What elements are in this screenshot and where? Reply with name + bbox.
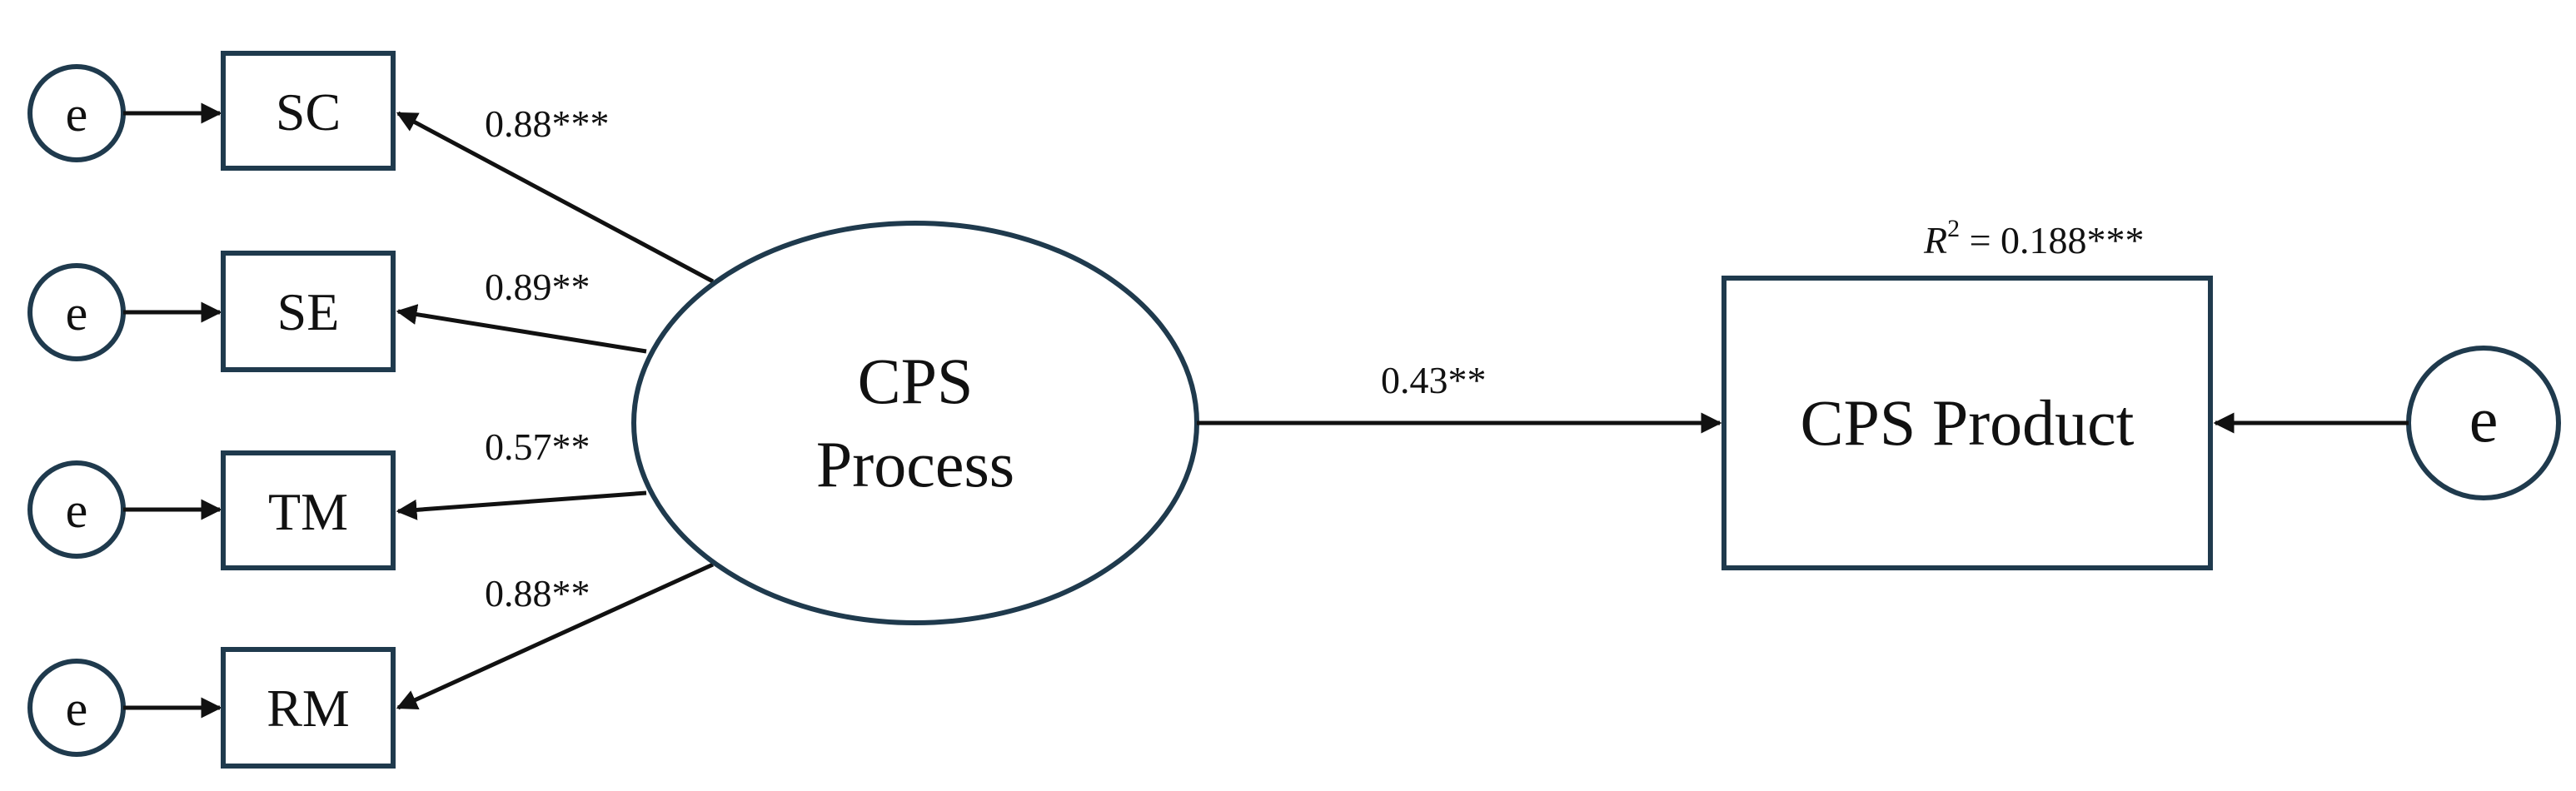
r-squared-value: = 0.188***: [1960, 219, 2144, 261]
error-label-tm: e: [66, 483, 88, 538]
indicator-tm: e TM: [27, 450, 396, 570]
indicator-sc: e SC: [27, 51, 396, 171]
indicator-label-se: SE: [277, 282, 340, 341]
indicator-box-rm: [221, 647, 396, 769]
error-label-rm: e: [66, 681, 88, 736]
indicator-box-tm: [221, 450, 396, 570]
r-squared-symbol: R: [1923, 219, 1947, 261]
outcome-error: e: [2213, 346, 2561, 500]
latent-label-line1: CPS: [858, 345, 974, 417]
outcome-error-label: e: [2469, 383, 2499, 455]
loading-coef-se: 0.89**: [485, 266, 590, 308]
loading-arrow-tm: [396, 490, 647, 520]
error-label-sc: e: [66, 87, 88, 142]
indicator-label-rm: RM: [267, 679, 350, 738]
outcome-box: [1721, 276, 2213, 570]
error-label-se: e: [66, 286, 88, 341]
latent-cps-process: CPS Process: [631, 221, 1199, 625]
r-squared-label: R2 = 0.188***: [1923, 215, 2145, 261]
latent-label-line2: Process: [816, 428, 1014, 500]
latent-ellipse: [631, 221, 1199, 625]
path-coefficient: 0.43**: [1381, 359, 1487, 401]
indicator-rm: e RM: [27, 647, 396, 769]
indicator-label-sc: SC: [276, 82, 341, 142]
outcome-label: CPS Product: [1801, 386, 2135, 459]
r-squared-superscript: 2: [1947, 215, 1960, 242]
loading-arrow-se: [396, 304, 647, 354]
loading-arrow-sc: [396, 111, 715, 284]
indicator-se: e SE: [27, 251, 396, 372]
loading-coef-tm: 0.57**: [485, 425, 590, 468]
outcome-cps-product: CPS Product: [1721, 276, 2213, 570]
loading-arrow-rm: [396, 562, 715, 710]
loading-coef-sc: 0.88***: [485, 102, 610, 145]
loading-coef-rm: 0.88**: [485, 572, 590, 614]
indicator-box-sc: [221, 51, 396, 171]
indicator-label-tm: TM: [268, 482, 348, 541]
indicator-box-se: [221, 251, 396, 372]
